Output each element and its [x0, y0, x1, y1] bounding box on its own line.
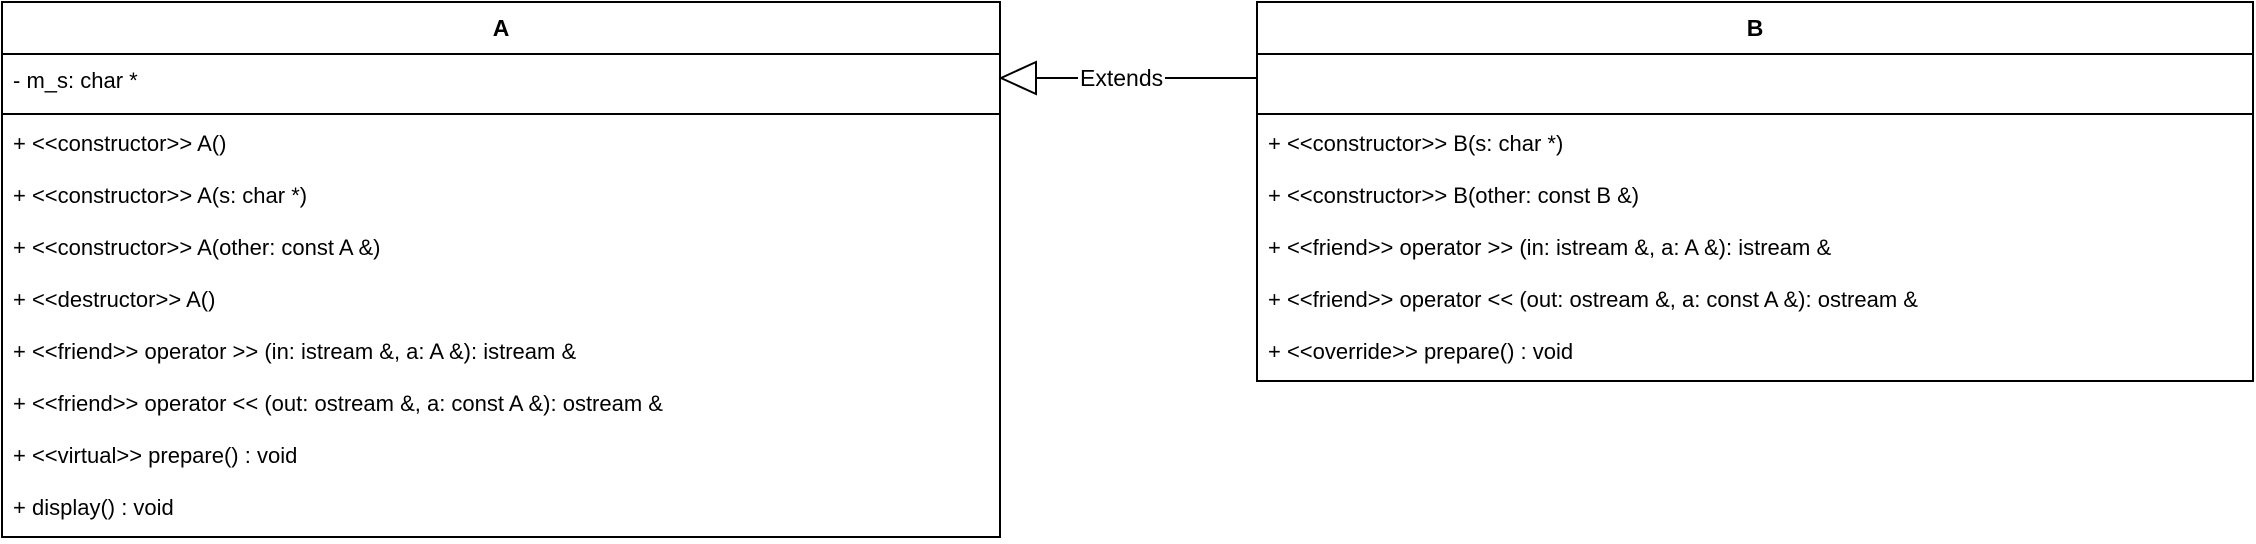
class-a-box[interactable]: A - m_s: char * + <<constructor>> A() + …	[1, 1, 1001, 538]
class-b-operation: + <<constructor>> B(other: const B &)	[1268, 183, 1640, 208]
class-a-operation: + <<virtual>> prepare() : void	[13, 443, 298, 468]
class-b-operation: + <<constructor>> B(s: char *)	[1268, 131, 1564, 156]
class-b-name: B	[1258, 3, 2252, 55]
class-b-operations: + <<constructor>> B(s: char *) + <<const…	[1258, 115, 2252, 388]
class-a-name: A	[3, 3, 999, 55]
class-a-operation: + <<constructor>> A()	[13, 131, 227, 156]
class-b-operation: + <<override>> prepare() : void	[1268, 339, 1574, 364]
class-b-attributes	[1258, 55, 2252, 115]
class-a-operations: + <<constructor>> A() + <<constructor>> …	[3, 115, 999, 544]
class-a-operation: + <<constructor>> A(other: const A &)	[13, 235, 381, 260]
class-a-operation: + <<friend>> operator >> (in: istream &,…	[13, 339, 577, 364]
class-a-attribute: - m_s: char *	[13, 68, 138, 93]
class-a-operation: + <<destructor>> A()	[13, 287, 216, 312]
generalization-arrowhead-icon	[998, 60, 1037, 96]
class-a-operation: + display() : void	[13, 495, 174, 520]
class-a-operation: + <<friend>> operator << (out: ostream &…	[13, 391, 663, 416]
class-b-box[interactable]: B + <<constructor>> B(s: char *) + <<con…	[1256, 1, 2254, 382]
class-a-attributes: - m_s: char *	[3, 55, 999, 115]
relation-label: Extends	[1078, 63, 1166, 93]
class-a-operation: + <<constructor>> A(s: char *)	[13, 183, 308, 208]
class-b-operation: + <<friend>> operator >> (in: istream &,…	[1268, 235, 1832, 260]
class-b-operation: + <<friend>> operator << (out: ostream &…	[1268, 287, 1918, 312]
